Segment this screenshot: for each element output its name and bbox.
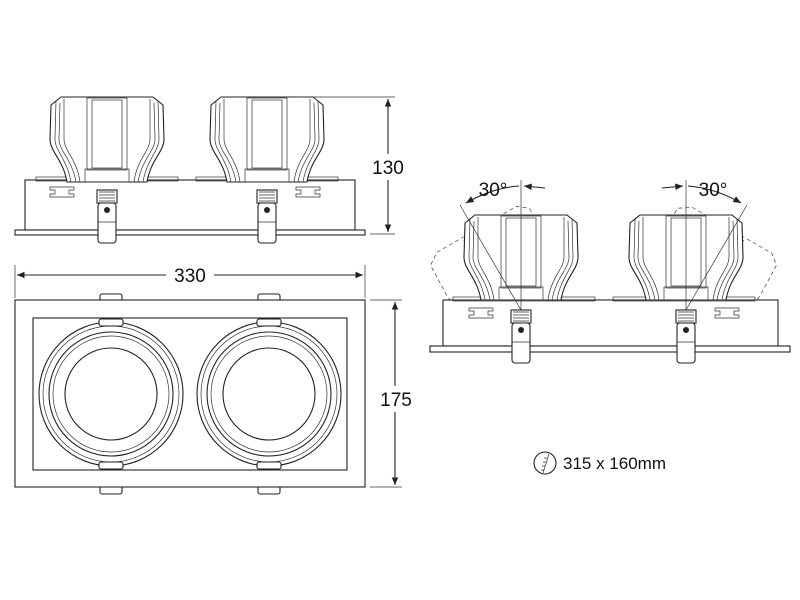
cutout-saw-icon [533, 451, 557, 475]
lamp-ring-right [196, 318, 342, 470]
lamp-ring-left [38, 318, 184, 470]
front-elevation-view: 130 [14, 96, 408, 244]
tilt-angle-left-label: 30° [479, 180, 508, 201]
lamp-head-left [49, 96, 165, 183]
lamp-head-right [209, 96, 325, 183]
tilt-angle-right-label: 30° [699, 180, 728, 201]
cutout-size-label: 315 x 160mm [563, 454, 666, 473]
width-dimension: 330 [14, 262, 366, 298]
plan-view: 175 [14, 293, 416, 495]
spring-clip-tilt-left [510, 309, 532, 364]
trim-frame [14, 299, 366, 488]
housing [24, 179, 356, 231]
height-dimension-label: 130 [372, 158, 404, 179]
flange [14, 229, 366, 236]
housing-tilt [442, 299, 779, 347]
spring-clip-tilt-right [675, 309, 697, 364]
flange-tilt [429, 345, 791, 353]
cutout-spec: 315 x 160mm [533, 451, 666, 475]
spring-clip-right [256, 189, 278, 244]
width-dimension-label: 330 [174, 266, 206, 287]
tilt-elevation-view: 30° 30° [429, 180, 791, 364]
depth-dimension-label: 175 [380, 390, 412, 411]
spring-clip-left [96, 189, 118, 244]
